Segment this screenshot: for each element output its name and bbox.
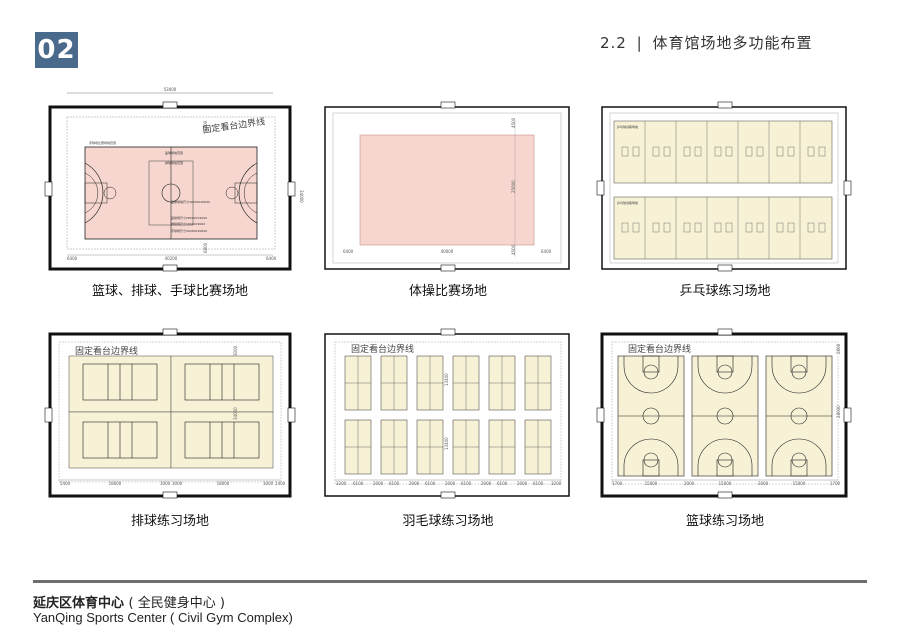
section-title: 2.2 | 体育馆场地多功能布置 bbox=[600, 32, 860, 53]
dim-side2: 28000 bbox=[836, 405, 841, 418]
zone-label-1: 乒乓球训练场地 bbox=[617, 124, 638, 129]
dim-d12: 6100 bbox=[533, 481, 544, 486]
dim-right: 6400 bbox=[541, 249, 552, 254]
panel-badminton: 固定看台边界线 3200 6100 2000 6100 2000 6100 20… bbox=[323, 322, 573, 499]
court-note-handball-range: 手球场比赛场地范围 bbox=[89, 140, 116, 145]
panel-basketball-practice: 固定看台边界线 1700 15000 2000 15000 2000 15000… bbox=[596, 322, 852, 499]
stand-boundary-label: 固定看台边界线 bbox=[75, 345, 138, 357]
footer-title-sub: ( 全民健身中心 ) bbox=[128, 596, 225, 611]
footer-title-en: YanQing Sports Center ( Civil Gym Comple… bbox=[33, 610, 293, 625]
dim-left: 6400 bbox=[343, 249, 354, 254]
dim-left: 6400 bbox=[67, 256, 78, 261]
page-badge: 02 bbox=[35, 32, 78, 68]
dim-mid1: 18000 bbox=[109, 481, 122, 486]
dim-side1: 13400 bbox=[444, 373, 449, 386]
dim-center: 40000 bbox=[441, 249, 454, 254]
section-separator: | bbox=[636, 34, 643, 52]
caption-table-tennis: 乒乓球练习场地 bbox=[679, 284, 771, 299]
caption-gymnastics: 体操比赛场地 bbox=[408, 284, 487, 299]
section-number: 2.2 bbox=[600, 34, 627, 52]
section-heading: 体育馆场地多功能布置 bbox=[652, 34, 813, 52]
caption-competition-court: 篮球、排球、手球比赛场地 bbox=[91, 284, 248, 299]
court-note-4: 手球场尺寸40000X20000 bbox=[171, 228, 207, 233]
dim-d5: 2000 bbox=[409, 481, 420, 486]
caption-badminton: 羽毛球练习场地 bbox=[402, 514, 494, 529]
dim-d13: 3200 bbox=[551, 481, 562, 486]
dim-d1: 1700 bbox=[612, 481, 623, 486]
dim-side: 34000 bbox=[299, 190, 304, 203]
table-tennis-plan: 乒乓球训练场地 乒乓球训练场地 bbox=[596, 101, 852, 272]
court-note-3: 排球场尺寸18000X9000 bbox=[171, 221, 205, 226]
stand-boundary-label: 固定看台边界线 bbox=[351, 343, 414, 355]
zone-label-2: 乒乓球训练场地 bbox=[617, 200, 638, 205]
dim-left: 5400 bbox=[60, 481, 71, 486]
dim-d2: 6100 bbox=[353, 481, 364, 486]
dim-top: 53000 bbox=[164, 87, 177, 92]
dim-gap2: 3000 bbox=[172, 481, 183, 486]
dim-side2: 13400 bbox=[444, 437, 449, 450]
dim-side1: 3000 bbox=[233, 345, 238, 356]
dim-d10: 6100 bbox=[497, 481, 508, 486]
court-note-volleyball-range: 排球场地范围 bbox=[165, 160, 183, 165]
footer-title-main: 延庆区体育中心 bbox=[33, 596, 125, 611]
caption-volleyball: 排球练习场地 bbox=[130, 514, 209, 529]
dim-d6: 6100 bbox=[425, 481, 436, 486]
court-note-basketball-range: 篮球场地范围 bbox=[165, 150, 183, 155]
dim-mid2: 18000 bbox=[217, 481, 230, 486]
court-note-2: 篮球场尺寸28000X15000 bbox=[171, 215, 207, 220]
panel-competition-court: 53000 固定看台边界线 手球场比赛场地范围 篮球场地范围 排球场地范围 篮球… bbox=[44, 87, 304, 272]
caption-basketball-practice: 篮球练习场地 bbox=[685, 514, 764, 529]
dim-side: 25000 bbox=[511, 180, 516, 193]
dim-d1: 3200 bbox=[336, 481, 347, 486]
dim-d9: 2000 bbox=[481, 481, 492, 486]
dim-gap1: 3000 bbox=[160, 481, 171, 486]
basketball-practice-plan: 固定看台边界线 1700 15000 2000 15000 2000 15000… bbox=[596, 328, 852, 499]
dim-top: 4500 bbox=[511, 117, 516, 128]
footer-rule bbox=[33, 580, 867, 583]
dim-d3: 2000 bbox=[684, 481, 695, 486]
panel-table-tennis: 乒乓球训练场地 乒乓球训练场地 bbox=[596, 95, 852, 272]
dim-d8: 6100 bbox=[461, 481, 472, 486]
dim-gap3: 3000 bbox=[263, 481, 274, 486]
stand-boundary-label: 固定看台边界线 bbox=[628, 343, 691, 355]
dim-bottom-gap: 6800 bbox=[203, 242, 208, 253]
panel-gymnastics: 6400 40000 6400 4500 25000 4500 bbox=[323, 95, 573, 272]
dim-right: 6400 bbox=[266, 256, 277, 261]
dim-top-gap: 6800 bbox=[203, 120, 208, 131]
volleyball-plan: 固定看台边界线 5400 18000 3000 3000 18000 3000 … bbox=[44, 328, 296, 499]
dim-side1: 2800 bbox=[836, 343, 841, 354]
dim-d6: 15000 bbox=[793, 481, 806, 486]
dim-side2: 34000 bbox=[233, 407, 238, 420]
dim-d5: 2000 bbox=[758, 481, 769, 486]
dim-d4: 15000 bbox=[719, 481, 732, 486]
dim-d2: 15000 bbox=[645, 481, 658, 486]
panel-volleyball: 固定看台边界线 5400 18000 3000 3000 18000 3000 … bbox=[44, 322, 296, 499]
dim-d7: 1700 bbox=[830, 481, 841, 486]
dim-d4: 6100 bbox=[389, 481, 400, 486]
footer-title-cn: 延庆区体育中心 ( 全民健身中心 ) bbox=[33, 592, 225, 611]
court-note-1: 篮球场地尺寸40000X20000 bbox=[171, 199, 210, 204]
dim-bottom: 4500 bbox=[511, 244, 516, 255]
badminton-plan: 固定看台边界线 3200 6100 2000 6100 2000 6100 20… bbox=[324, 328, 570, 499]
dim-right: 2400 bbox=[275, 481, 286, 486]
dim-center: 40200 bbox=[165, 256, 178, 261]
dim-d7: 2000 bbox=[445, 481, 456, 486]
dim-d11: 2000 bbox=[517, 481, 528, 486]
gymnastics-plan: 6400 40000 6400 4500 25000 4500 bbox=[324, 101, 570, 272]
dim-d3: 2000 bbox=[373, 481, 384, 486]
competition-court-plan: 53000 固定看台边界线 手球场比赛场地范围 篮球场地范围 排球场地范围 篮球… bbox=[44, 87, 304, 272]
